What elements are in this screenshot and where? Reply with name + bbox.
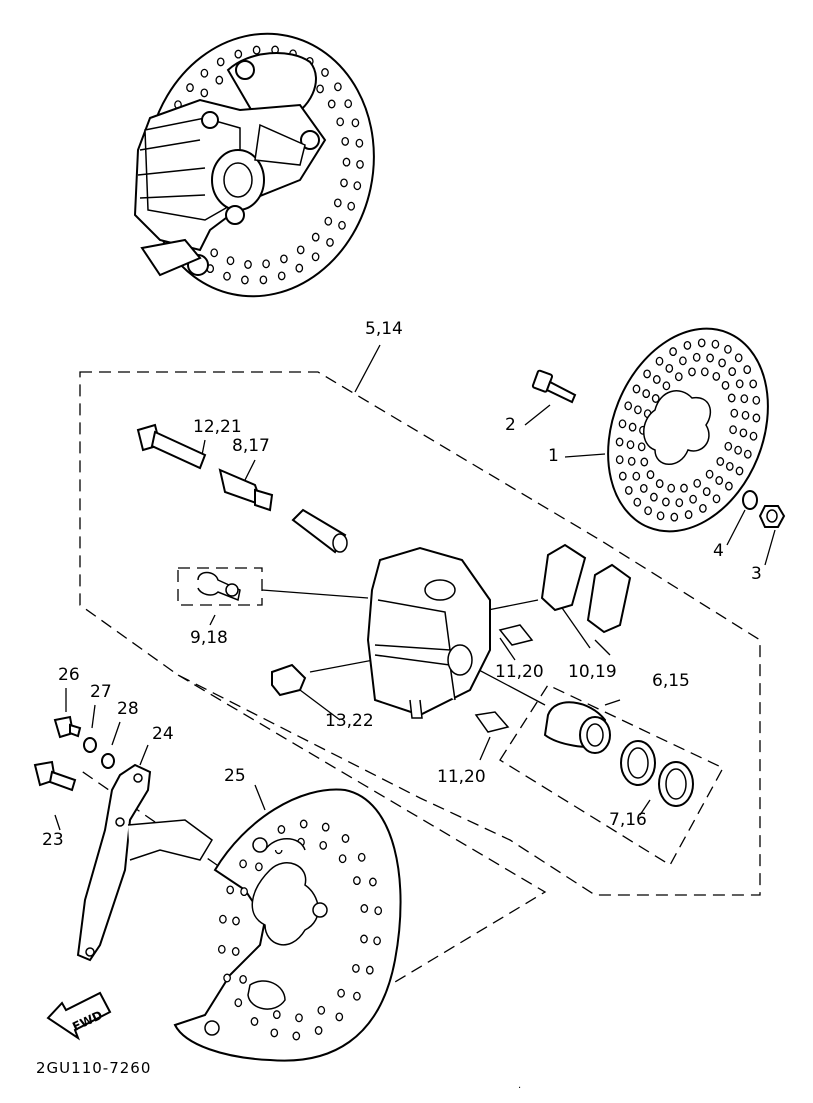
assembled-brake-illustration <box>133 32 375 298</box>
rear-disc-part-25 <box>173 788 402 1062</box>
bolt-part-2 <box>531 369 577 404</box>
washer-part-28 <box>101 753 115 769</box>
callout-l23: 23 <box>42 830 64 850</box>
callout-l10: 10,19 <box>568 662 617 682</box>
bleed-screw-part-8 <box>218 468 274 512</box>
callout-l3: 3 <box>751 564 762 584</box>
callout-l2: 2 <box>505 415 516 435</box>
bolt-part-12 <box>136 423 207 470</box>
callout-l11a: 11,20 <box>495 662 544 682</box>
diagram-code: 2GU110-7260 <box>36 1059 151 1077</box>
footer-mark: . <box>518 1080 521 1091</box>
pad-clip-part-11-upper <box>498 624 534 646</box>
pad-spring-part-9 <box>197 571 241 602</box>
seal-part-7-a <box>620 740 656 786</box>
pad-clip-part-11-lower <box>474 711 510 733</box>
pad-shim-part-13 <box>271 663 307 697</box>
callout-l28: 28 <box>117 699 139 719</box>
brake-disc-part-1 <box>607 327 769 533</box>
caliper-assembly-outline <box>79 371 761 986</box>
callout-l13: 13,22 <box>325 711 374 731</box>
callout-l4: 4 <box>713 541 724 561</box>
bracket-part-24 <box>76 763 213 962</box>
forward-arrow: FWD <box>46 991 112 1041</box>
callout-l8: 8,17 <box>232 436 270 456</box>
callout-l26: 26 <box>58 665 80 685</box>
callout-l1: 1 <box>548 446 559 466</box>
callout-l7: 7,16 <box>609 810 647 830</box>
brake-pads-part-10 <box>540 543 632 634</box>
callout-l9: 9,18 <box>190 628 228 648</box>
callout-labels: 12345,146,157,168,179,1810,1911,2011,201… <box>42 319 762 850</box>
caliper-body <box>366 546 491 719</box>
bolt-part-23 <box>33 760 77 792</box>
piston-part-6 <box>543 701 611 754</box>
callout-l5: 5,14 <box>365 319 403 339</box>
sleeve <box>291 508 348 554</box>
bolt-part-26 <box>53 715 82 739</box>
washer-part-4 <box>742 490 758 510</box>
nut-part-3 <box>758 505 786 528</box>
callout-l24: 24 <box>152 724 174 744</box>
callout-l11b: 11,20 <box>437 767 486 787</box>
washer-part-27 <box>83 737 97 753</box>
seal-part-7-b <box>658 761 694 807</box>
callout-l6: 6,15 <box>652 671 690 691</box>
callout-l12: 12,21 <box>193 417 242 437</box>
callout-l25: 25 <box>224 766 246 786</box>
callout-l27: 27 <box>90 682 112 702</box>
